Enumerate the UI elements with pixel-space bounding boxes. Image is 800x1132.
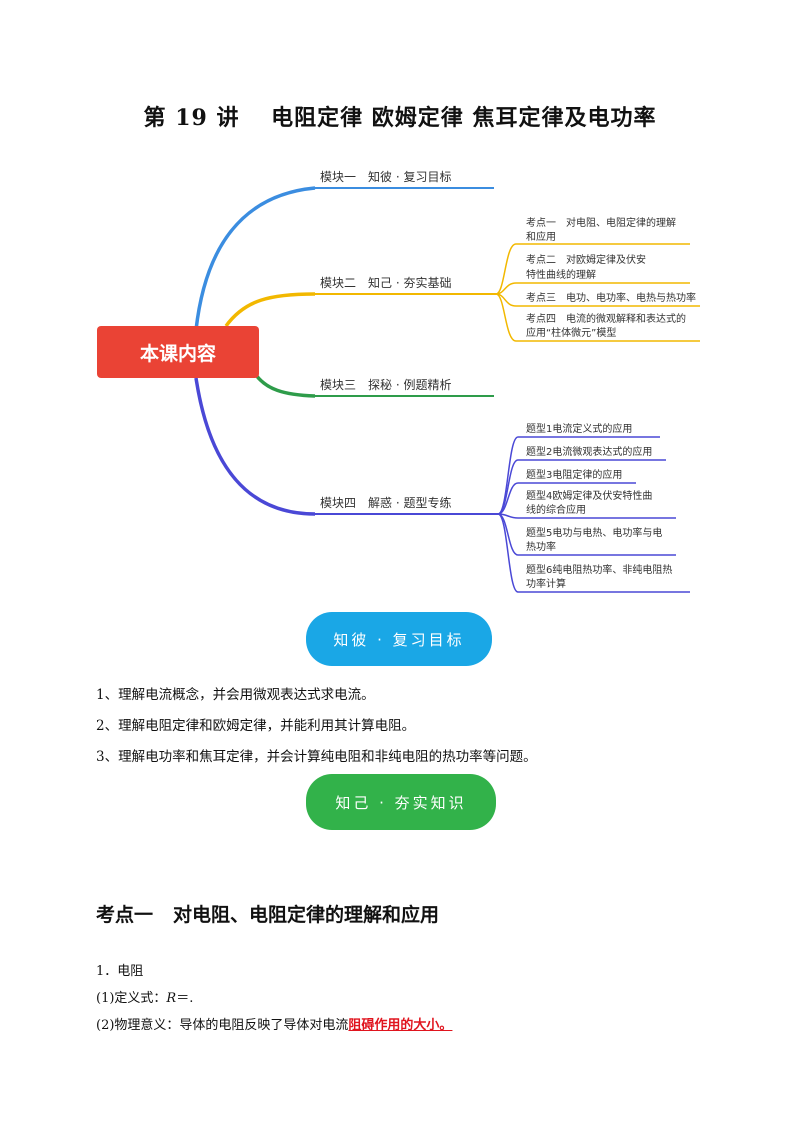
goal-item: 3、理解电功率和焦耳定律，并会计算纯电阻和非纯电阻的热功率等问题。 (96, 749, 537, 765)
branch-connector-1 (194, 186, 316, 331)
goals-list: 1、理解电流概念，并会用微观表达式求电流。 2、理解电阻定律和欧姆定律，并能利用… (96, 684, 716, 777)
root-node-label: 本课内容 (140, 342, 216, 365)
page-title: 第 19 讲 电阻定律 欧姆定律 焦耳定律及电功率 (143, 105, 657, 131)
mind-map: 模块一 知彼 · 复习目标 模块二 知己 · 夯实基础 模块三 探秘 · 例题精… (97, 170, 700, 593)
foundation-banner: 知己 · 夯实知识 (306, 774, 496, 830)
branch-connector-2 (224, 292, 316, 328)
goal-item: 1、理解电流概念，并会用微观表达式求电流。 (96, 687, 375, 703)
sub-connector (495, 293, 517, 342)
meaning-highlight: 阻碍作用的大小。 (348, 1018, 453, 1033)
sub-item-label: 考点四 电流的微观解释和表达式的 应用“柱体微元”模型 (526, 312, 689, 339)
review-goals-banner: 知彼 · 复习目标 (306, 612, 492, 666)
definition-line: (1)定义式：R＝. (96, 989, 716, 1016)
sub-item-label: 题型2电流微观表达式的应用 (526, 445, 652, 458)
meaning-prefix: (2)物理意义：导体的电阻反映了导体对电流 (96, 1018, 349, 1033)
section-body: 1．电阻 (1)定义式：R＝. (2)物理意义：导体的电阻反映了导体对电流阻碍作… (96, 962, 716, 1043)
sub-item-label: 题型6纯电阻热功率、非纯电阻热 功率计算 (526, 563, 676, 590)
section-title: 对电阻、电阻定律的理解和应用 (173, 904, 440, 926)
branch-label-4: 模块四 解惑 · 题型专练 (320, 495, 451, 510)
sub-item-label: 题型4欧姆定律及伏安特性曲 线的综合应用 (526, 489, 656, 516)
sub-connector (497, 482, 519, 515)
sub-item-label: 题型5电功与电热、电功率与电 热功率 (526, 526, 666, 553)
sub-item-label: 考点一 对电阻、电阻定律的理解 和应用 (526, 216, 679, 243)
branch-connector-4 (194, 377, 316, 516)
meaning-line: (2)物理意义：导体的电阻反映了导体对电流阻碍作用的大小。 (96, 1016, 716, 1043)
sub-connector (497, 459, 519, 515)
sub-connector (497, 513, 519, 593)
body-item-heading: 1．电阻 (96, 964, 144, 979)
definition-variable: R (166, 991, 177, 1006)
sub-item-label: 题型3电阻定律的应用 (526, 468, 622, 481)
sub-item-label: 题型1电流定义式的应用 (526, 422, 632, 435)
branch-connector-3 (252, 371, 316, 398)
branch-label-3: 模块三 探秘 · 例题精析 (320, 378, 451, 392)
definition-suffix: ＝. (176, 991, 194, 1006)
branch-label-1: 模块一 知彼 · 复习目标 (320, 170, 451, 184)
goal-item: 2、理解电阻定律和欧姆定律，并能利用其计算电阻。 (96, 718, 416, 734)
sub-connector (495, 243, 517, 295)
sub-connector (497, 436, 519, 515)
root-node (97, 326, 259, 378)
branch-label-2: 模块二 知己 · 夯实基础 (320, 275, 451, 290)
section-number: 考点一 (96, 904, 154, 926)
section-heading: 考点一对电阻、电阻定律的理解和应用 (96, 900, 439, 927)
sub-item-label: 考点三 电功、电功率、电热与热功率 (526, 291, 696, 304)
sub-item-label: 考点二 对欧姆定律及伏安 特性曲线的理解 (526, 253, 649, 281)
definition-prefix: (1)定义式： (96, 991, 167, 1006)
